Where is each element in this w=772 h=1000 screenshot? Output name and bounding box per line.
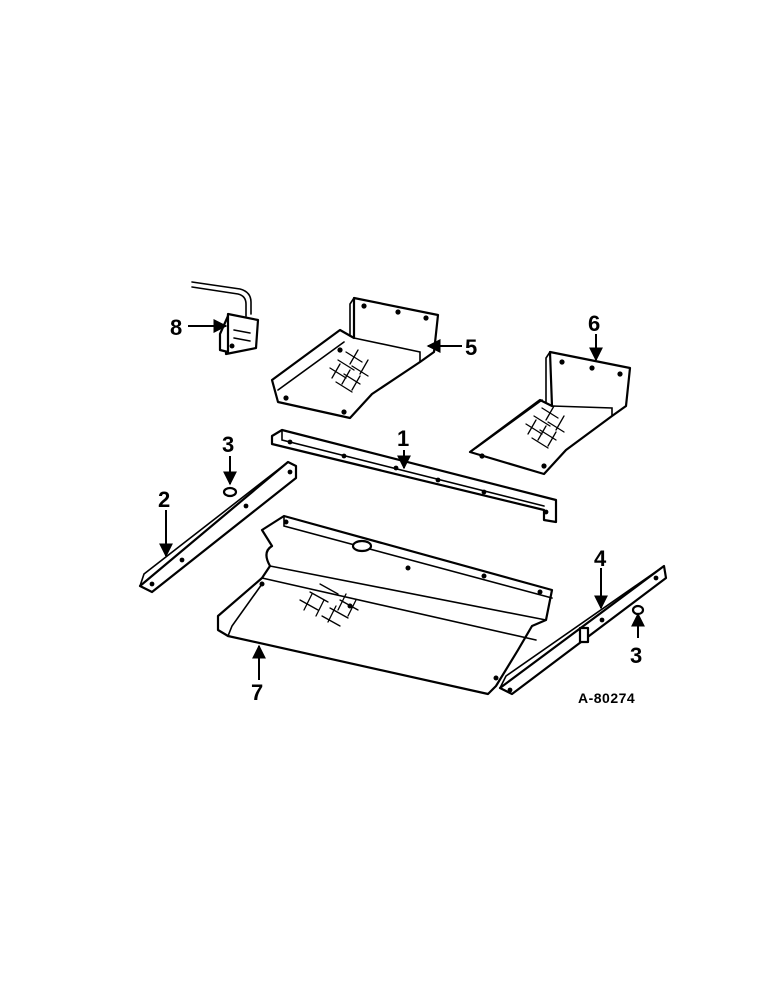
callout-1: 1 [397, 426, 409, 451]
step-tray-part-5 [270, 296, 440, 420]
callout-8: 8 [170, 315, 182, 340]
latch-handle-part-8 [191, 281, 260, 356]
callout-4: 4 [594, 546, 607, 571]
callout-2: 2 [158, 487, 170, 512]
callout-5: 5 [465, 335, 477, 360]
bracket-bar-part-2 [138, 460, 298, 594]
callout-7: 7 [251, 680, 263, 705]
callout-6: 6 [588, 311, 600, 336]
step-tray-part-6 [468, 350, 632, 476]
reference-code: A-80274 [578, 690, 635, 706]
callout-3-left: 3 [222, 432, 234, 457]
callout-3-right: 3 [630, 643, 642, 668]
bracket-bar-part-4 [498, 564, 668, 696]
angle-bar-part-1 [270, 428, 558, 524]
fastener-part-3-right [631, 604, 645, 616]
fastener-part-3-left [222, 486, 238, 498]
floor-plate-part-7 [216, 514, 554, 696]
